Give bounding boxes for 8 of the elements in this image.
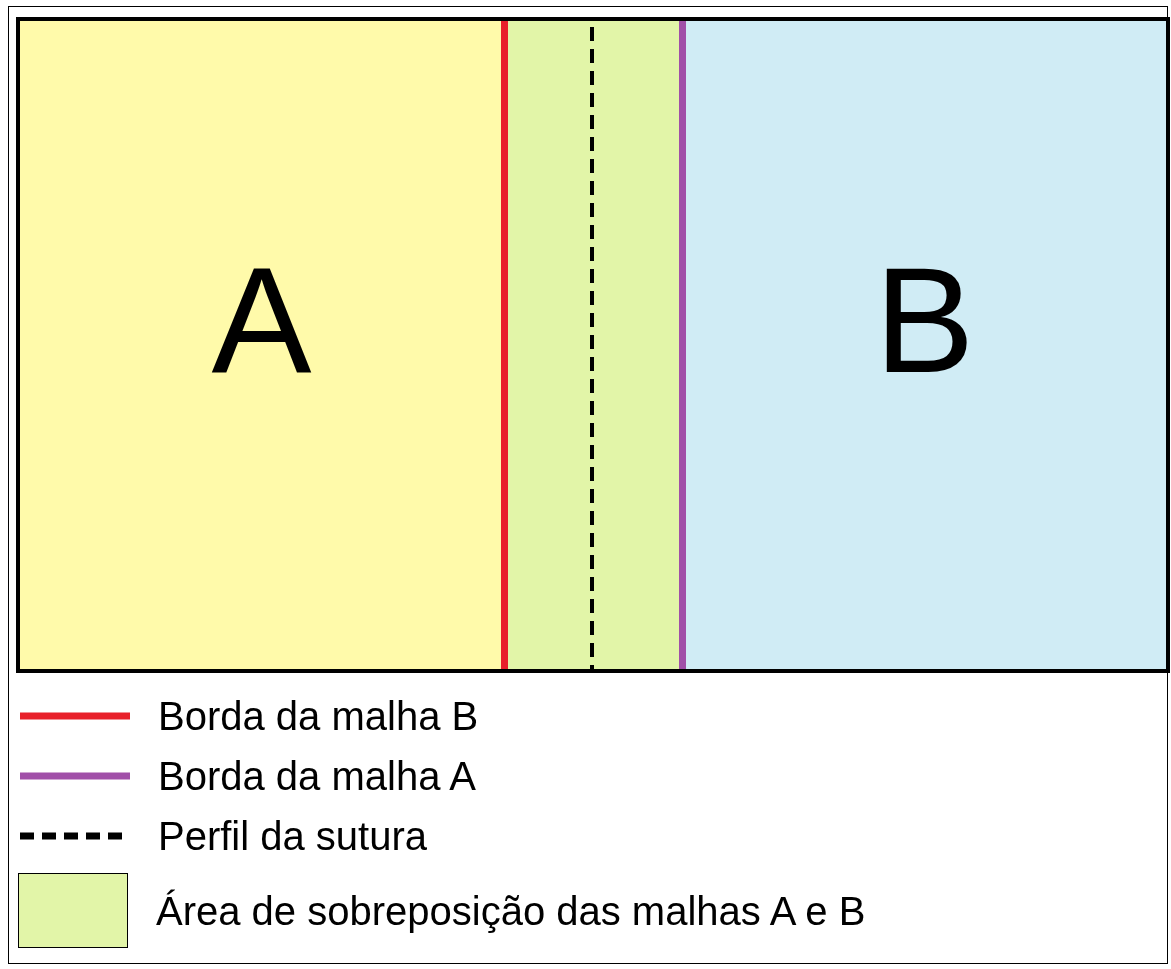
legend-text: Área de sobreposição das malhas A e B xyxy=(156,890,866,931)
mesh-letter: A xyxy=(211,245,312,395)
legend-text: Borda da malha B xyxy=(158,696,479,736)
legend-text: Borda da malha A xyxy=(158,756,476,796)
mesh-b-area xyxy=(683,21,1166,669)
mesh-letter: B xyxy=(874,245,975,395)
mesh-a-area xyxy=(20,21,503,669)
legend-text: Perfil da sutura xyxy=(158,816,428,856)
